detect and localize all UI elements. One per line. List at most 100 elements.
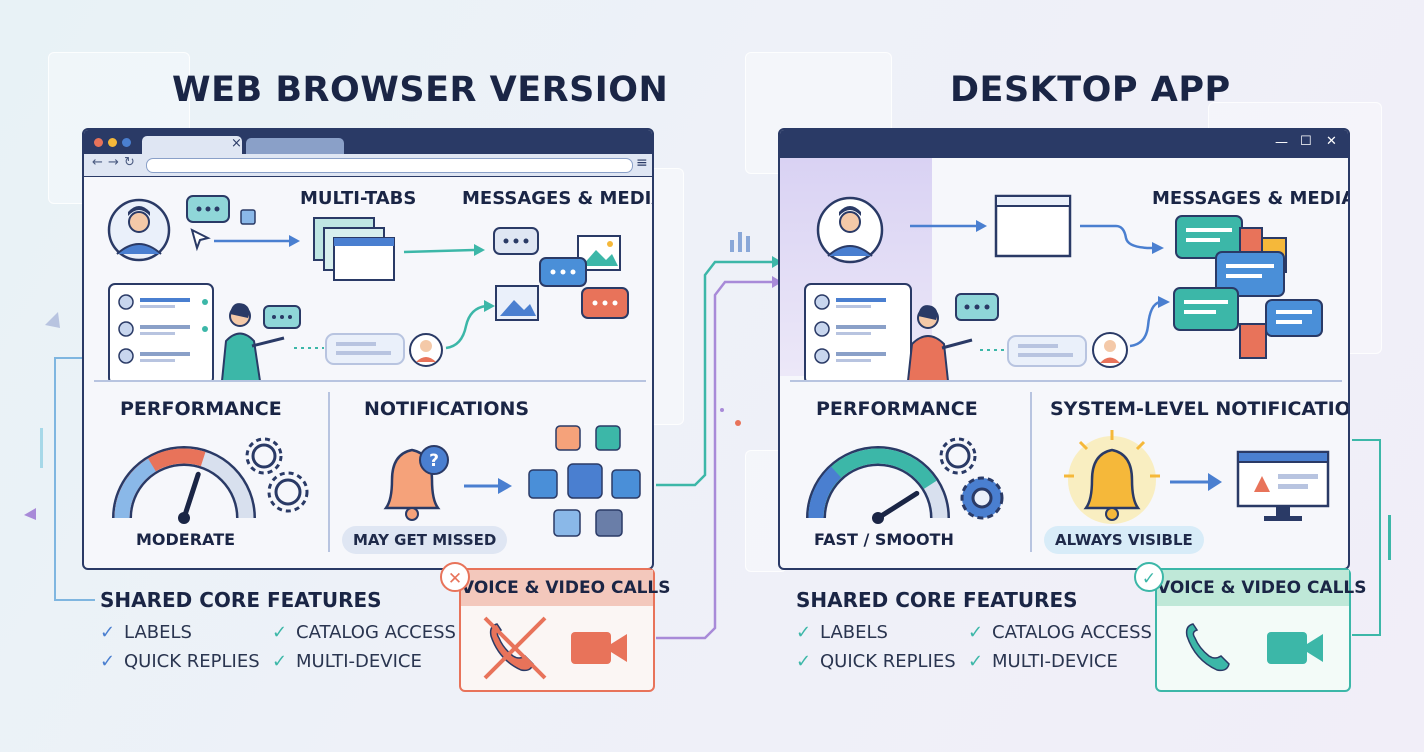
calls-label: VOICE & VIDEO CALLS <box>461 570 671 606</box>
chat-bubble-icon <box>539 257 587 287</box>
notifications-illustration: ? <box>383 425 641 537</box>
feature-item: ✓MULTI-DEVICE <box>272 651 422 672</box>
gauge-needle <box>875 490 920 521</box>
chat-bubble-icon <box>493 227 539 255</box>
feature-item: ✓LABELS <box>100 622 192 643</box>
check-icon: ✓ <box>272 622 288 643</box>
feature-item: ✓CATALOG ACCESS <box>968 622 1152 643</box>
messages-media-label: MESSAGES & MEDIA <box>462 188 654 209</box>
traffic-close-dot[interactable] <box>94 138 103 147</box>
question-icon: ? <box>419 445 449 475</box>
tab-close-icon[interactable]: × <box>231 136 242 151</box>
check-icon: ✓ <box>968 622 984 643</box>
calls-icons <box>1185 623 1323 672</box>
notification-status-pill: ALWAYS VISIBLE <box>1044 526 1204 554</box>
web-browser-window: × ← → ↻ ≡ MULTI-TABS MESSAGES & MEDIA <box>82 128 654 570</box>
desktop-calls-box: VOICE & VIDEO CALLS <box>1155 568 1367 692</box>
stacked-tabs-icon <box>313 217 395 281</box>
gear-icon <box>939 437 977 475</box>
web-title: WEB BROWSER VERSION <box>172 70 669 110</box>
back-icon[interactable]: ← <box>92 155 103 170</box>
system-notifications-label: SYSTEM-LEVEL NOTIFICATIONS <box>1050 398 1350 420</box>
performance-label: PERFORMANCE <box>816 398 978 420</box>
close-icon[interactable]: ✕ <box>1326 134 1337 149</box>
gauge-needle <box>181 471 201 521</box>
desktop-app-window: — ☐ ✕ MESSAGES & MEDIA <box>778 128 1350 570</box>
app-window-icon <box>994 194 1072 258</box>
feature-item: ✓QUICK REPLIES <box>796 651 956 672</box>
system-notifications-illustration <box>1064 430 1330 524</box>
desktop-titlebar <box>780 130 1348 158</box>
performance-gauge <box>806 437 1004 524</box>
desktop-illustration <box>804 194 1323 381</box>
performance-gauge <box>112 437 309 524</box>
cursor-icon <box>190 228 211 252</box>
section-divider <box>790 380 1342 382</box>
contact-avatar-icon <box>409 333 443 367</box>
performance-status: FAST / SMOOTH <box>814 530 954 549</box>
contact-avatar-icon <box>1092 332 1128 368</box>
svg-text:?: ? <box>429 451 439 471</box>
contact-list-icon <box>108 283 214 381</box>
calls-icons <box>483 616 627 680</box>
user-avatar-icon <box>107 198 171 262</box>
menu-icon[interactable]: ≡ <box>636 155 648 171</box>
feature-item: ✓LABELS <box>796 622 888 643</box>
error-badge-icon: ✕ <box>440 562 470 592</box>
calls-label: VOICE & VIDEO CALLS <box>1157 570 1367 606</box>
success-badge-icon: ✓ <box>1134 562 1164 592</box>
check-icon: ✓ <box>272 651 288 672</box>
phone-icon <box>1185 623 1230 672</box>
chat-bubble-icon <box>186 195 230 223</box>
video-icon <box>571 632 627 664</box>
traffic-minimize-dot[interactable] <box>108 138 117 147</box>
section-divider <box>94 380 646 382</box>
minimize-icon[interactable]: — <box>1275 135 1288 150</box>
user-avatar-icon <box>816 196 884 264</box>
woman-figure-icon <box>906 305 973 381</box>
multi-tabs-label: MULTI-TABS <box>300 188 417 209</box>
traffic-maximize-dot[interactable] <box>122 138 131 147</box>
chat-bubble-icon <box>581 287 629 319</box>
section-divider <box>328 392 330 552</box>
notification-status-pill: MAY GET MISSED <box>342 526 508 554</box>
gear-icon <box>960 476 1004 520</box>
chat-bubble-icon <box>1265 299 1323 337</box>
feature-item: ✓CATALOG ACCESS <box>272 622 456 643</box>
maximize-icon[interactable]: ☐ <box>1300 134 1312 149</box>
feature-item: ✓QUICK REPLIES <box>100 651 260 672</box>
feature-item: ✓MULTI-DEVICE <box>968 651 1118 672</box>
check-icon: ✓ <box>796 622 812 643</box>
contact-list-icon <box>804 283 912 381</box>
web-features-heading: SHARED CORE FEATURES <box>100 588 382 612</box>
notifications-label: NOTIFICATIONS <box>364 398 530 420</box>
desktop-features-heading: SHARED CORE FEATURES <box>796 588 1078 612</box>
gear-icon <box>245 437 309 513</box>
video-icon <box>1267 632 1323 664</box>
monitor-alert-icon <box>1236 450 1330 521</box>
web-calls-box: VOICE & VIDEO CALLS <box>459 568 671 692</box>
performance-status: MODERATE <box>136 530 236 549</box>
woman-figure-icon <box>220 303 285 381</box>
check-icon: ✓ <box>968 651 984 672</box>
section-divider <box>1030 392 1032 552</box>
forward-icon[interactable]: → <box>108 155 119 170</box>
desktop-title: DESKTOP APP <box>950 70 1231 110</box>
chat-bubble-icon <box>263 305 301 329</box>
messages-media-label: MESSAGES & MEDIA <box>1152 188 1350 209</box>
web-illustration <box>107 195 629 381</box>
image-icon <box>495 285 539 321</box>
chat-bubble-icon <box>955 293 999 321</box>
bell-icon <box>1083 448 1141 521</box>
address-bar[interactable] <box>146 158 633 173</box>
performance-label: PERFORMANCE <box>120 398 282 420</box>
check-icon: ✓ <box>100 622 116 643</box>
browser-tab-inactive[interactable] <box>246 138 344 154</box>
chat-bubble-icon <box>1173 287 1239 331</box>
check-icon: ✓ <box>796 651 812 672</box>
browser-tab[interactable] <box>142 136 242 154</box>
chat-bubble-icon <box>1215 251 1285 297</box>
reload-icon[interactable]: ↻ <box>124 155 135 170</box>
check-icon: ✓ <box>100 651 116 672</box>
